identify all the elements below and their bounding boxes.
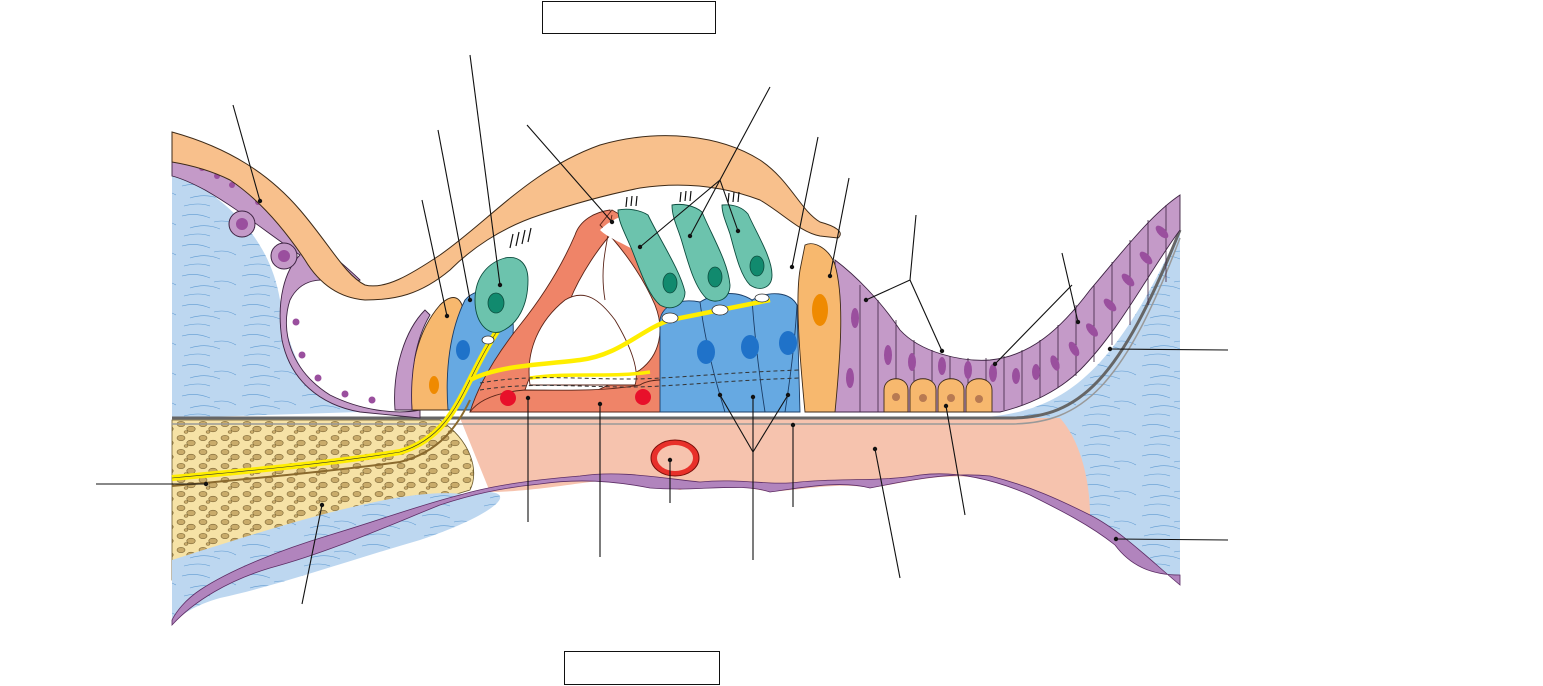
outer-sulcus-epithelium bbox=[834, 194, 1181, 413]
tectorial-membrane bbox=[171, 131, 841, 301]
hensen-cell bbox=[797, 243, 842, 413]
tympanic-covering-layer bbox=[171, 473, 1181, 627]
basement-membrane bbox=[172, 229, 1182, 420]
spiral-limbus bbox=[172, 170, 360, 418]
cochlear-nerve-fibers bbox=[171, 297, 771, 487]
inner-sulcus-cell bbox=[394, 309, 431, 411]
bottom-label-box bbox=[564, 651, 720, 685]
basilar-membrane bbox=[440, 418, 1090, 515]
spiral-ligament bbox=[960, 230, 1180, 585]
tympanic-lip-tissue bbox=[172, 492, 501, 625]
pillar-cell-nucleus bbox=[500, 390, 516, 406]
inner-hair-cell bbox=[474, 257, 529, 333]
top-label-box bbox=[542, 1, 716, 34]
outer-phalangeal-cells bbox=[659, 293, 801, 413]
leader-lines bbox=[96, 54, 1229, 605]
